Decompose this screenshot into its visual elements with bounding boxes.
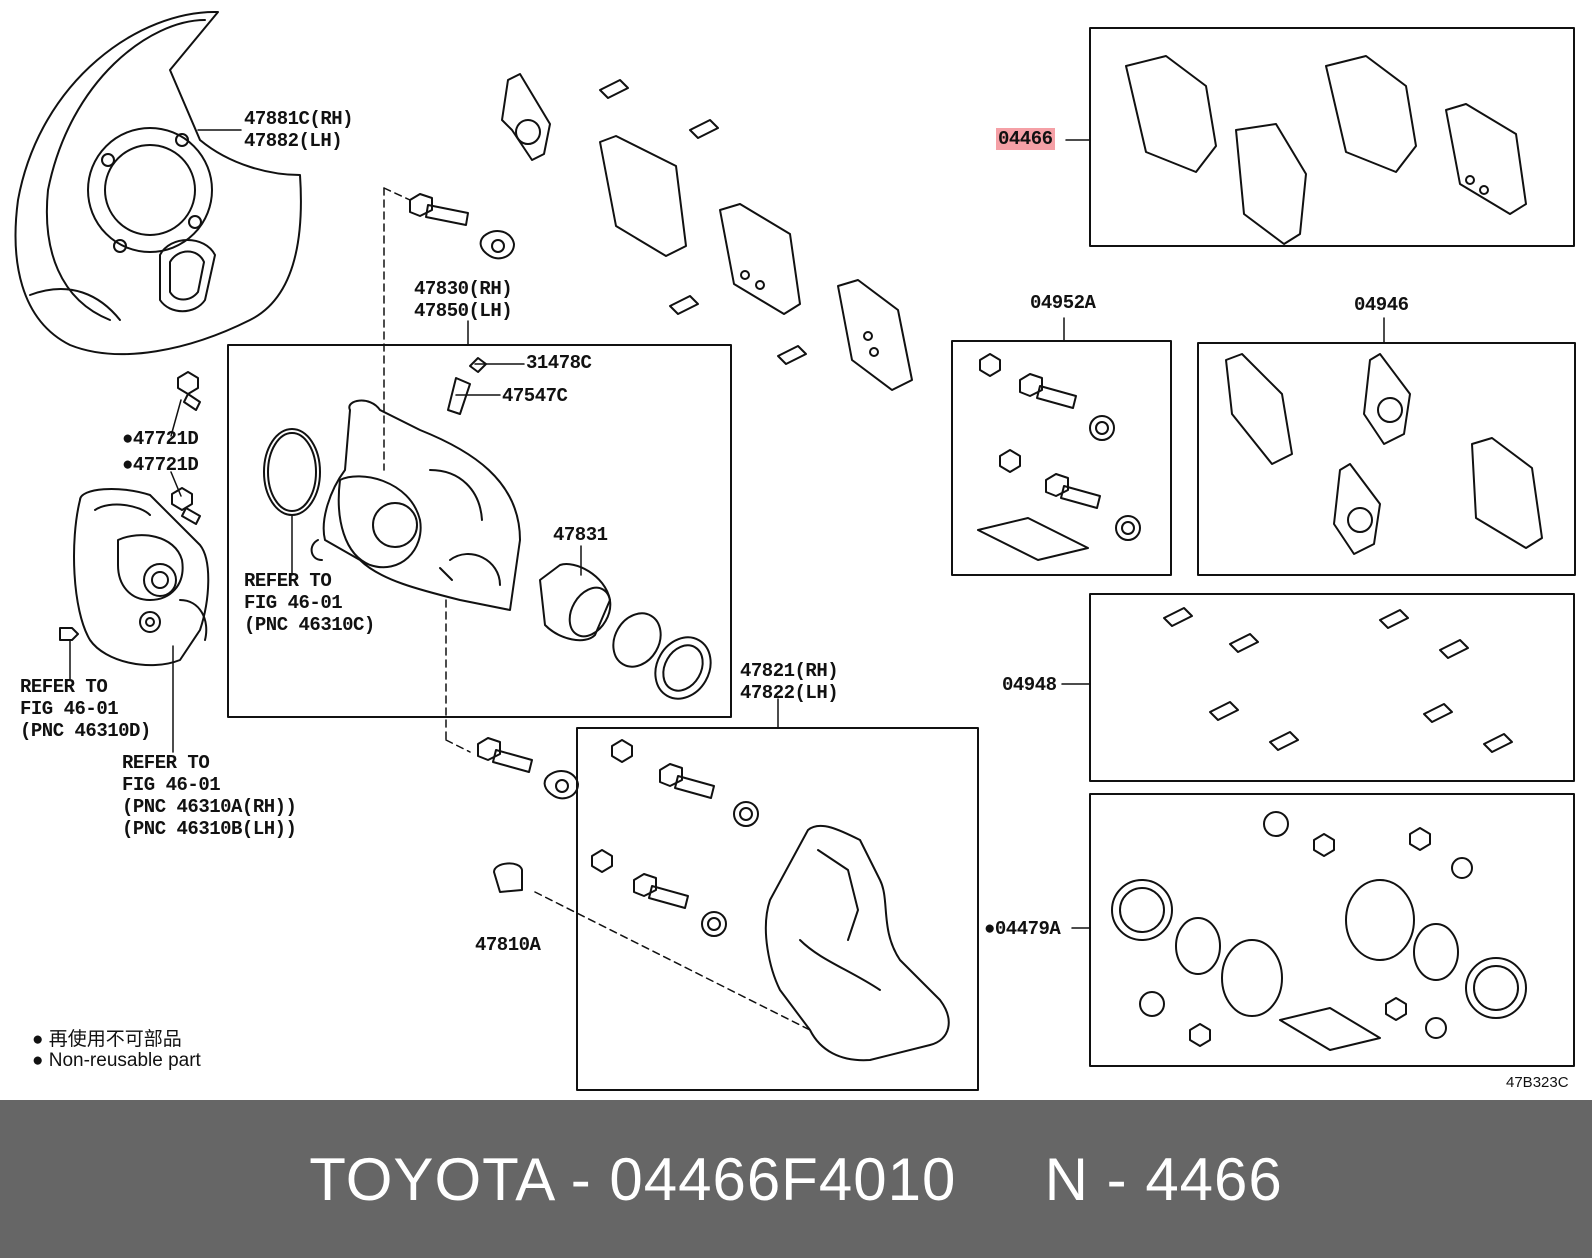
label-47810a: 47810A: [475, 934, 541, 956]
dust-shield: [14, 10, 302, 356]
label-04946: 04946: [1354, 294, 1409, 316]
kit-04948-parts: [1163, 607, 1513, 753]
mounting-parts: [591, 739, 759, 937]
pads-loose: [501, 73, 913, 391]
label-caliper: 47830(RH) 47850(LH): [414, 278, 513, 322]
mounting-box: [576, 727, 979, 1091]
mounting-bracket: [764, 824, 950, 1062]
kit-04948-box: [1089, 593, 1575, 782]
label-47831: 47831: [553, 524, 608, 546]
label-refer-46310c: REFER TO FIG 46-01 (PNC 46310C): [244, 570, 375, 636]
label-04952a: 04952A: [1030, 292, 1096, 314]
kit-04952a-parts: [977, 353, 1141, 561]
pads-box: [1089, 27, 1575, 247]
parts-diagram: 47881C(RH) 47882(LH) 47830(RH) 47850(LH)…: [14, 10, 1576, 1091]
slide-pins: [409, 193, 579, 893]
pads-set: [1125, 55, 1527, 245]
kit-04479a-box: [1089, 793, 1575, 1067]
label-04948: 04948: [1002, 674, 1057, 696]
piston: [539, 563, 712, 700]
footer-part-number: TOYOTA - 04466F4010 N - 4466: [309, 1145, 1283, 1213]
kit-04946-box: [1197, 342, 1576, 576]
label-shield: 47881C(RH) 47882(LH): [244, 108, 354, 152]
kit-04946-parts: [1225, 353, 1543, 555]
kit-04479a-parts: [1111, 811, 1527, 1051]
label-47721d-2: ●47721D: [122, 454, 199, 476]
diagram-drawing: [14, 10, 1576, 1091]
label-47547c: 47547C: [502, 385, 568, 407]
label-04466[interactable]: 04466: [996, 128, 1055, 150]
kit-04952a-box: [951, 340, 1172, 576]
note-japanese: ● 再使用不可部品: [32, 1029, 182, 1050]
seal-ring-left: [263, 428, 321, 516]
note-non-reusable: ● Non-reusable part: [32, 1050, 201, 1071]
bolts-47721d: [171, 371, 201, 525]
caliper-box: [227, 344, 732, 718]
label-refer-46310d: REFER TO FIG 46-01 (PNC 46310D): [20, 676, 151, 742]
caliper-body: [310, 399, 521, 611]
label-04479a: ●04479A: [984, 918, 1061, 940]
motor-caliper: [59, 487, 210, 667]
label-47721d-1: ●47721D: [122, 428, 199, 450]
label-mounting: 47821(RH) 47822(LH): [740, 660, 839, 704]
figure-code: 47B323C: [1506, 1074, 1569, 1091]
label-31478c: 31478C: [526, 352, 592, 374]
label-refer-46310ab: REFER TO FIG 46-01 (PNC 46310A(RH)) (PNC…: [122, 752, 297, 840]
highlighted-part-number: 04466: [996, 128, 1055, 150]
footer-bar: TOYOTA - 04466F4010 N - 4466: [0, 1100, 1592, 1258]
